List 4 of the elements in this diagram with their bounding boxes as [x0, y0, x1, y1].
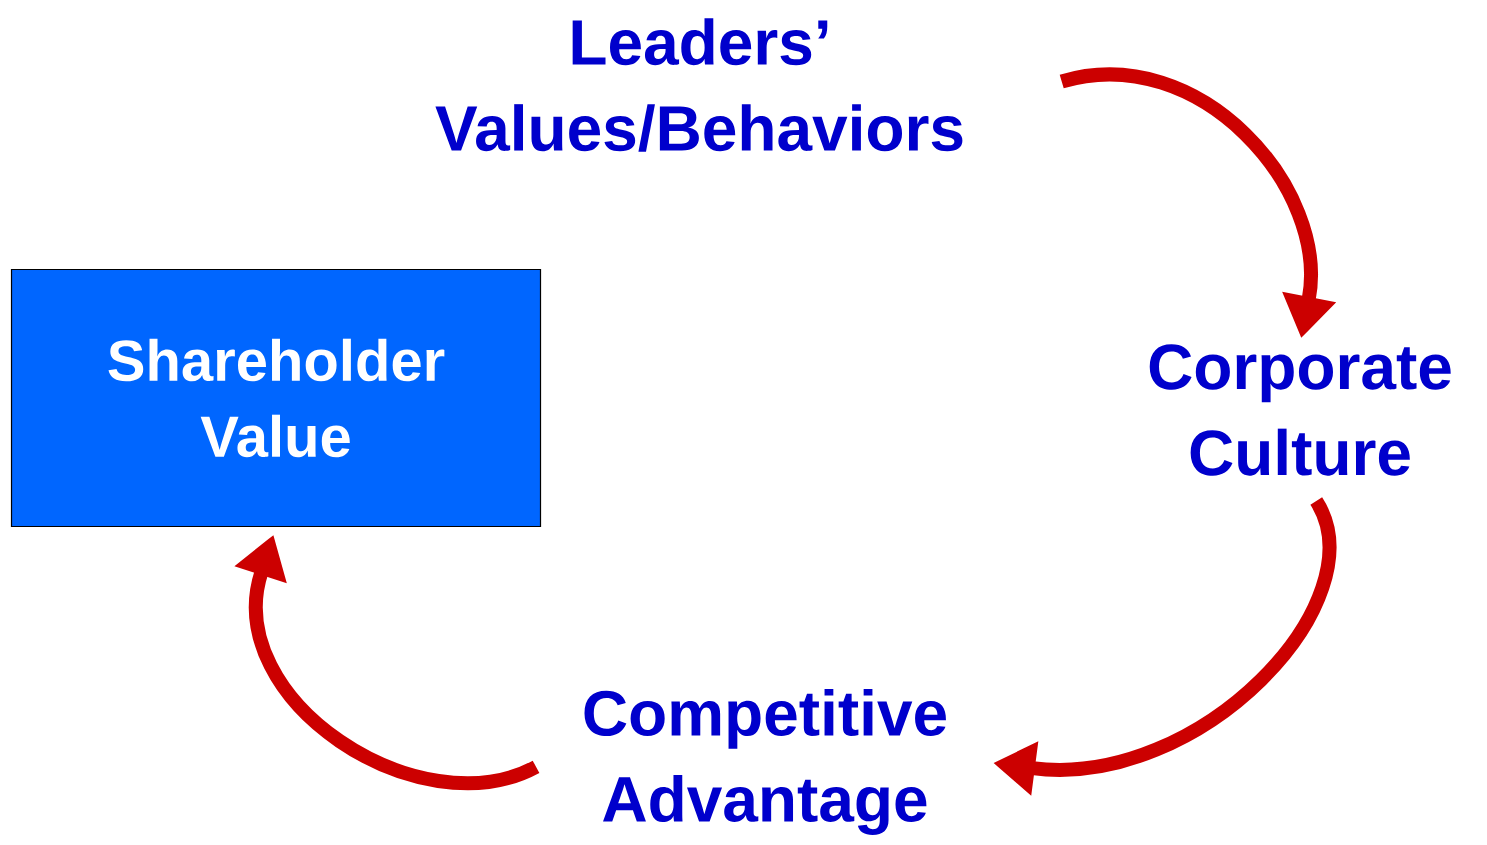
process-box: Shareholder Value: [10, 268, 542, 528]
label-text: Competitive Advantage: [584, 689, 946, 835]
label-text: Corporate Culture: [1149, 344, 1451, 476]
label-text: Leaders’ Values/Behaviors: [435, 18, 963, 152]
